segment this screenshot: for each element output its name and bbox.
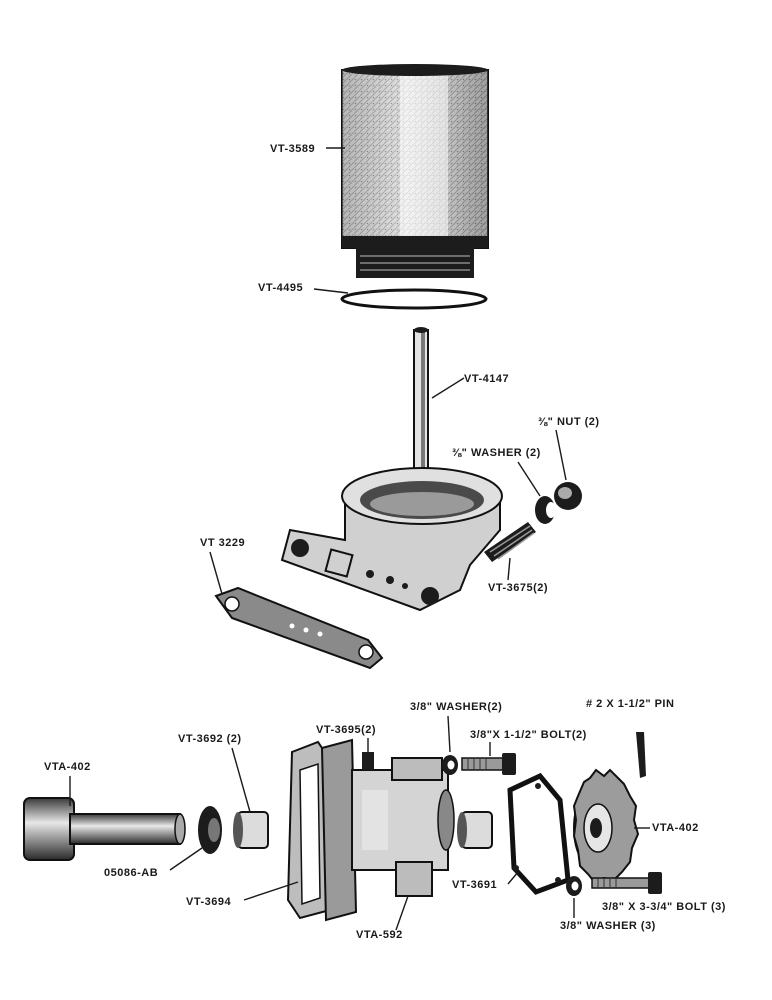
label-bolt-long: 3/8" X 3-3/4" BOLT (3) [602,901,726,913]
label-washer-small: 05086-AB [104,867,158,879]
bushing-icon [457,811,493,849]
bolt-icon [591,872,662,894]
gear-icon [572,768,640,886]
nut-icon [554,482,582,510]
label-cover-gasket: VT-3691 [452,879,497,891]
label-washer-lower: 3/8" WASHER (3) [560,920,656,932]
label-nut: ⅜" NUT (2) [538,416,600,428]
flange-gasket-icon [507,772,571,895]
label-shaft: VTA-402 [44,761,91,773]
label-gear: VTA-402 [652,822,699,834]
stud-icon [484,522,536,562]
label-gasket-ring: VT-4495 [258,282,303,294]
washer-icon [198,806,222,854]
label-washer-upper: ⅜" WASHER (2) [452,447,541,459]
shaft-icon [23,797,186,861]
filter-element-icon [341,64,489,278]
label-housing: VTA-592 [356,929,403,941]
label-filter-element: VT-3589 [270,143,315,155]
label-pin: # 2 X 1-1/2" PIN [586,698,674,710]
washer-icon [566,876,582,896]
label-washer-mid: 3/8" WASHER(2) [410,701,502,713]
label-bolt-mid: 3/8"X 1-1/2" BOLT(2) [470,729,587,741]
label-bushing: VT-3692 (2) [178,733,242,745]
label-rod: VT-4147 [464,373,509,385]
label-stud: VT-3675(2) [488,582,548,594]
washer-icon [535,496,556,524]
flange-gasket-icon [214,586,384,670]
washer-icon [442,755,458,775]
pump-body-icon [286,738,455,922]
gasket-ring-icon [340,288,488,310]
label-plug: VT-3695(2) [316,724,376,736]
bolt-icon [461,753,516,775]
label-body: VT-3694 [186,896,231,908]
label-flange-gasket: VT 3229 [200,537,245,549]
bushing-icon [233,811,269,849]
pin-icon [636,732,646,778]
base-casting-icon [280,467,503,612]
